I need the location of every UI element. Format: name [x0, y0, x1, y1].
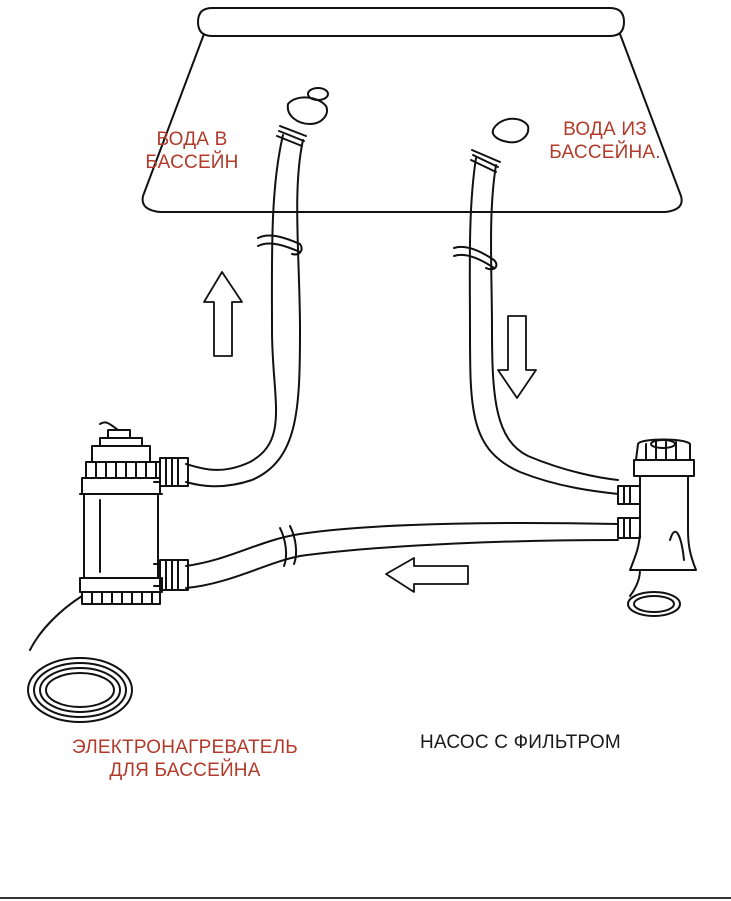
- bottom-divider: [0, 897, 731, 899]
- water-out-label-line1: ВОДА ИЗ: [563, 119, 647, 140]
- water-out-label: ВОДА ИЗ БАССЕЙНА.: [520, 118, 690, 164]
- pool-heater: [27, 421, 163, 723]
- pool: [141, 7, 683, 213]
- arrow-down-icon: [497, 315, 537, 399]
- water-in-label: ВОДА В БАССЕЙН: [112, 128, 272, 174]
- heater-label: ЭЛЕКТРОНАГРЕВАТЕЛЬ ДЛЯ БАССЕЙНА: [0, 736, 370, 782]
- arrow-left-icon: [385, 557, 469, 593]
- water-out-label-line2: БАССЕЙНА.: [549, 142, 661, 163]
- suction-hose: [453, 117, 619, 495]
- pump-label: НАСОС С ФИЛЬТРОМ: [420, 732, 621, 753]
- filter-pump: [617, 438, 697, 617]
- arrow-up-icon: [203, 271, 243, 357]
- water-in-label-line1: ВОДА В: [156, 129, 228, 150]
- return-hose: [159, 87, 329, 488]
- water-in-label-line2: БАССЕЙН: [145, 152, 239, 173]
- heater-label-line1: ЭЛЕКТРОНАГРЕВАТЕЛЬ: [72, 737, 298, 758]
- heater-label-line2: ДЛЯ БАССЕЙНА: [109, 760, 261, 781]
- connecting-hose: [159, 522, 619, 591]
